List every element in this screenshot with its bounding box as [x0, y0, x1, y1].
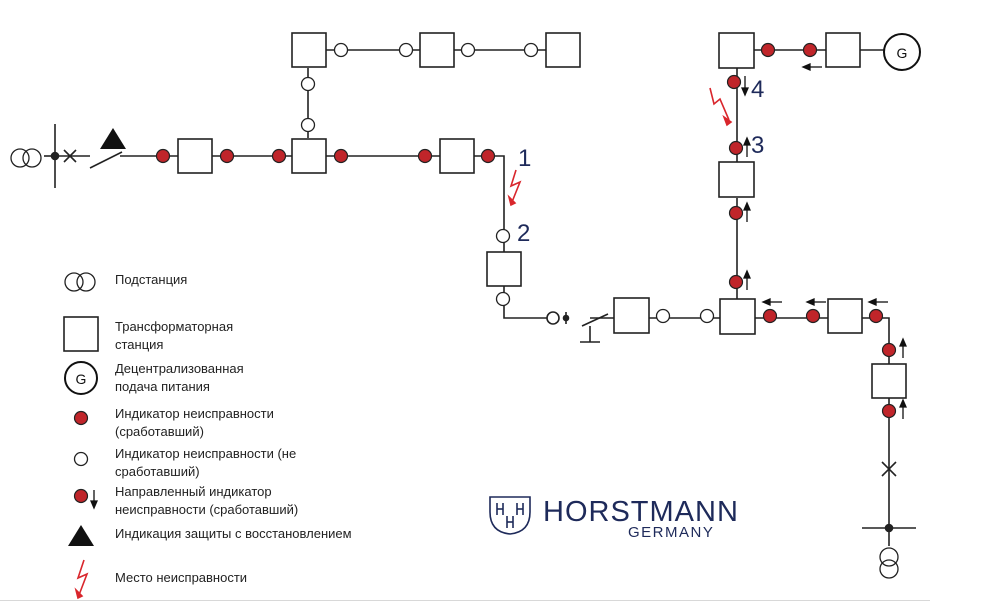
load-break-switch-left: [89, 151, 123, 169]
fault-indicator-not-tripped: [495, 291, 511, 307]
legend-reclosing-icon: [68, 525, 94, 546]
transformer-station: [439, 138, 475, 174]
point-label-4: 4: [751, 76, 764, 103]
transformer-station: [613, 297, 650, 334]
fault-indicator-tripped: [219, 148, 235, 164]
legend-decentralized-label-1: Децентрализованная: [115, 361, 244, 376]
reclosing-protection-indicator: [100, 128, 126, 149]
point-label-2: 2: [517, 220, 530, 247]
transformer-station: [871, 363, 907, 399]
transformer-station: [419, 32, 455, 68]
fault-indicator-tripped: [802, 42, 818, 58]
transformer-station: [719, 298, 756, 335]
legend-untripped-label-1: Индикатор неисправности (не: [115, 446, 296, 461]
transformer-stations: [177, 32, 907, 399]
transformer-station: [291, 32, 327, 68]
transformer-station: [545, 32, 581, 68]
lightning-bolt-icon: [709, 87, 730, 121]
point-label-1: 1: [518, 145, 531, 172]
disconnector-switch: [546, 311, 609, 343]
circuit-breaker-left: [63, 149, 77, 163]
fault-indicator-not-tripped: [333, 42, 349, 58]
transformer-station: [718, 161, 755, 198]
legend-untripped-label-2: сработавший): [115, 464, 200, 479]
legend-fault-location-label: Место неисправности: [115, 570, 247, 585]
generator-symbol: G: [897, 45, 908, 61]
busbar-left: [50, 124, 60, 188]
fault-indicator-tripped: [728, 140, 744, 156]
legend: Подстанция Трансформаторная станция G Де…: [63, 272, 352, 600]
direction-arrows: [741, 63, 907, 419]
legend-decentralized-label-2: подача питания: [115, 379, 210, 394]
fault-indicator-not-tripped: [460, 42, 476, 58]
lightning-bolt-icon: [722, 114, 733, 127]
fault-indicator-tripped: [271, 148, 287, 164]
tripped-indicators: [155, 42, 897, 419]
fault-location-icons: [507, 87, 733, 207]
fault-indicator-not-tripped: [495, 228, 511, 244]
fault-indicator-tripped: [726, 74, 742, 90]
transformer-station: [718, 32, 755, 69]
legend-transformer-station-label-2: станция: [115, 337, 163, 352]
fault-indicator-tripped: [417, 148, 433, 164]
untripped-indicators: [300, 42, 715, 324]
fault-indicator-tripped: [333, 148, 349, 164]
fault-indicator-tripped: [881, 403, 897, 419]
point-label-3: 3: [751, 132, 764, 159]
logo-country: GERMANY: [628, 524, 714, 541]
fault-indicator-tripped: [480, 148, 496, 164]
fault-indicator-not-tripped: [699, 308, 715, 324]
fault-indicator-tripped: [762, 308, 778, 324]
legend-down-arrow-icon: [90, 490, 98, 510]
fault-indicator-not-tripped: [523, 42, 539, 58]
legend-directional-label-2: неисправности (сработавший): [115, 502, 298, 517]
horstmann-logo: HORSTMANN GERMANY: [489, 496, 739, 541]
fault-indicator-tripped: [155, 148, 171, 164]
horstmann-logo-mark: [489, 496, 531, 535]
transformer-station: [177, 138, 213, 174]
legend-generator-icon: [64, 361, 98, 395]
fault-indicator-not-tripped: [655, 308, 671, 324]
legend-transformer-station-label-1: Трансформаторная: [115, 319, 233, 334]
legend-directional-indicator-icon: [73, 488, 89, 504]
transformer-station: [827, 298, 863, 334]
generator-icon: [883, 33, 921, 71]
fault-indicator-tripped: [868, 308, 884, 324]
fault-indicator-not-tripped: [398, 42, 414, 58]
legend-tripped-label-2: (сработавший): [115, 424, 204, 439]
legend-generator-symbol: G: [76, 371, 87, 387]
busbar-bottom: [862, 523, 916, 533]
fault-indicator-tripped: [881, 342, 897, 358]
transformer-station: [486, 251, 522, 287]
transformer-station: [825, 32, 861, 68]
fault-indicator-not-tripped: [300, 76, 316, 92]
transformer-station: [291, 138, 327, 174]
lightning-bolt-icon: [509, 169, 522, 203]
substation-bottom: [879, 547, 899, 579]
legend-untripped-indicator-icon: [73, 451, 89, 467]
lightning-bolt-icon: [507, 194, 517, 207]
substation-left: [10, 148, 42, 168]
legend-substation-icon: [64, 272, 96, 292]
legend-fault-location-icon: [74, 559, 89, 600]
legend-reclosing-label: Индикация защиты с восстановлением: [115, 526, 352, 541]
legend-tripped-indicator-icon: [73, 410, 89, 426]
fault-indicator-tripped: [805, 308, 821, 324]
legend-transformer-station-icon: [63, 316, 99, 352]
legend-tripped-label-1: Индикатор неисправности: [115, 406, 274, 421]
fault-indicator-tripped: [728, 274, 744, 290]
legend-directional-label-1: Направленный индикатор: [115, 484, 272, 499]
fault-indicator-tripped: [728, 205, 744, 221]
fault-indicator-not-tripped: [300, 117, 316, 133]
legend-substation-label: Подстанция: [115, 272, 187, 287]
fault-indicator-tripped: [760, 42, 776, 58]
logo-name: HORSTMANN: [543, 496, 739, 528]
circuit-breaker-bottom: [881, 461, 897, 477]
